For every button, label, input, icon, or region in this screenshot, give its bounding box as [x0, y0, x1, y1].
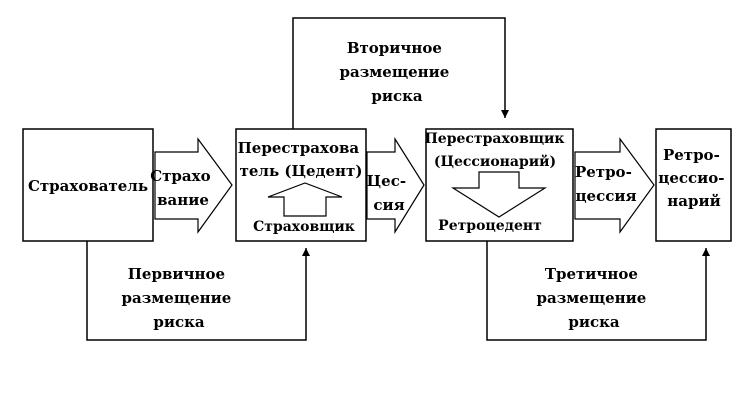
retrocedent-inner-label: Ретроцедент [438, 218, 542, 234]
reinsurer-cessionary-label: Перестраховщик (Цессионарий) [425, 131, 570, 170]
retrocession-label: Ретро- цессия [575, 163, 637, 205]
retrocession-block-arrow [574, 137, 655, 234]
retrocessionary-label: Ретро- цессио- нарий [658, 146, 729, 210]
primary-placement-label: Первичное размещение риска [121, 265, 236, 331]
insured-box [22, 128, 154, 242]
primary-placement-line [86, 241, 310, 341]
reinsurer-cedent-label: Перестрахова тель (Цедент) [238, 139, 365, 180]
tertiary-placement-line [486, 241, 710, 341]
cession-block-arrow [366, 136, 425, 235]
retrocessionary-box [655, 128, 732, 242]
insurance-block-arrow [154, 137, 233, 234]
secondary-placement-label: Вторичное размещение риска [339, 39, 454, 105]
insurer-inner-label: Страховщик [253, 219, 355, 235]
insurance-label: Страхо вание [150, 167, 216, 209]
insured-label: Страхователь [28, 177, 148, 195]
cession-label: Цес- сия [367, 172, 412, 214]
tertiary-placement-label: Третичное размещение риска [536, 265, 651, 331]
down-block-arrow [450, 171, 548, 218]
up-block-arrow [267, 182, 343, 217]
secondary-placement-line [292, 17, 509, 129]
